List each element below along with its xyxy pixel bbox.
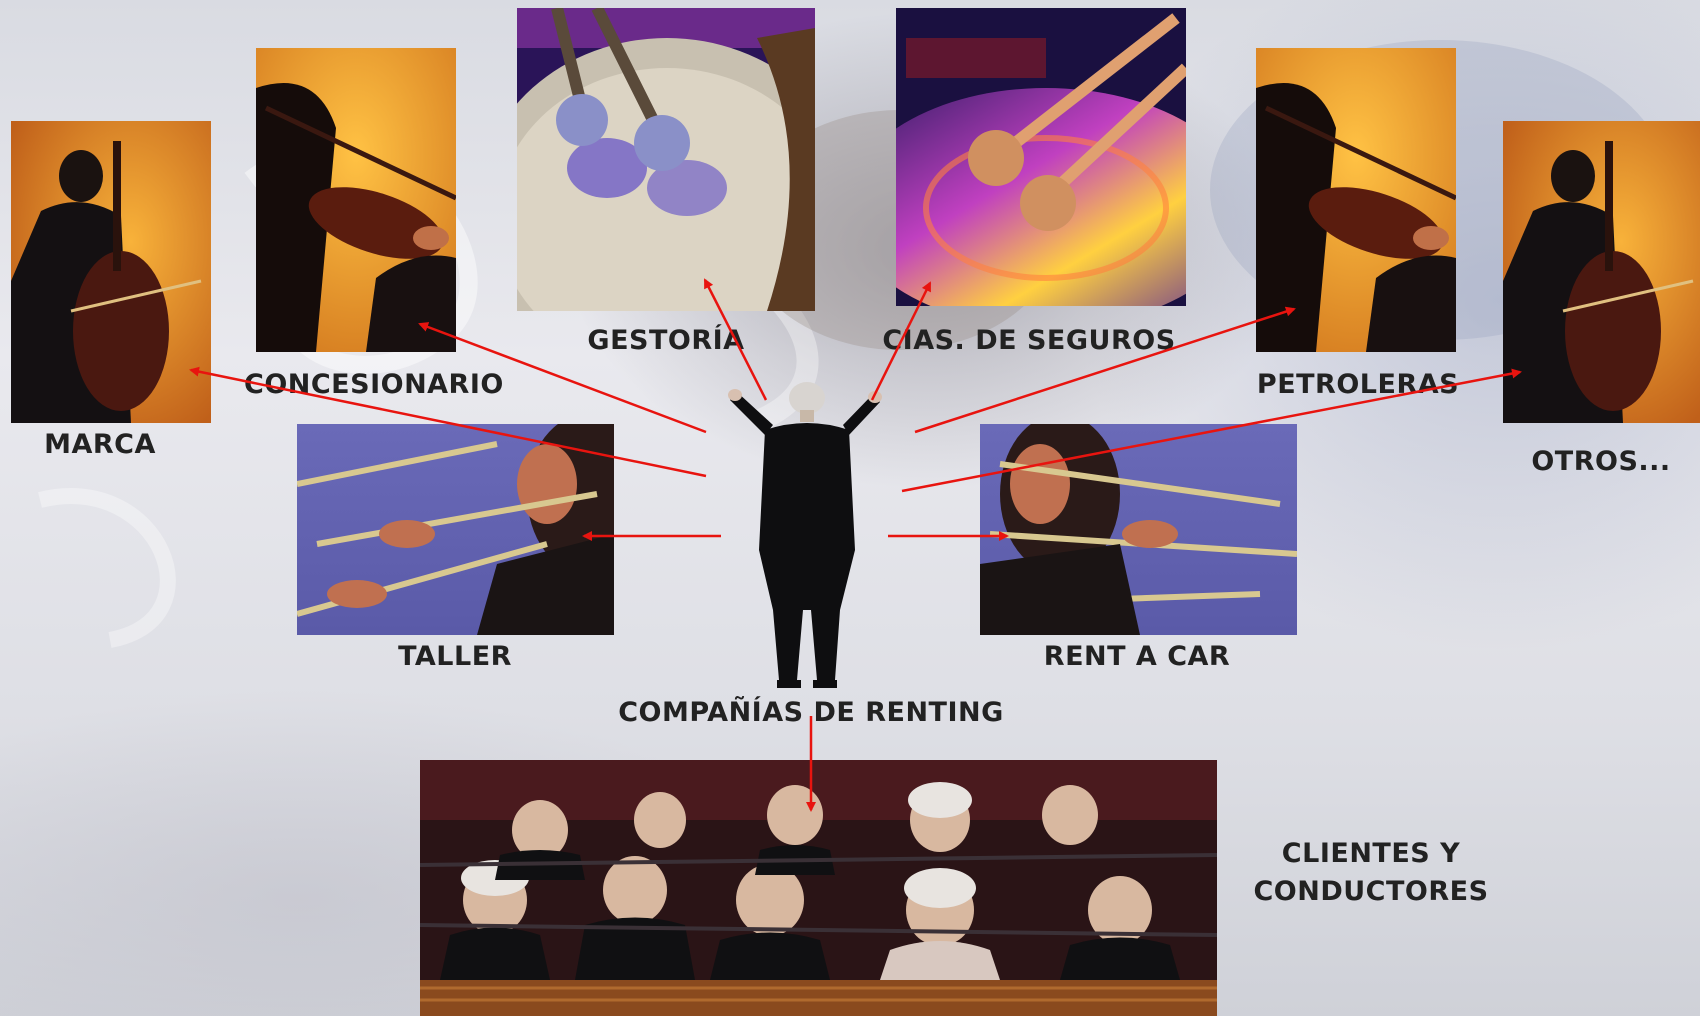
rent-a-car-label: RENT A CAR xyxy=(1044,641,1230,672)
concesionario-label: CONCESIONARIO xyxy=(244,369,504,400)
otros-image xyxy=(1503,121,1700,423)
otros-label: OTROS... xyxy=(1531,446,1670,477)
marca-label: MARCA xyxy=(44,429,156,460)
petroleras-label: PETROLERAS xyxy=(1257,369,1459,400)
clientes-label: CLIENTES Y CONDUCTORES xyxy=(1253,835,1488,911)
clientes-label-line2: CONDUCTORES xyxy=(1253,876,1488,907)
taller-image xyxy=(297,424,614,635)
concesionario-image xyxy=(256,48,456,352)
rent-a-car-image xyxy=(980,424,1297,635)
petroleras-image xyxy=(1256,48,1456,352)
seguros-label: CIAS. DE SEGUROS xyxy=(882,325,1175,356)
clientes-label-line1: CLIENTES Y xyxy=(1282,838,1460,869)
taller-label: TALLER xyxy=(398,641,512,672)
gestoria-label: GESTORÍA xyxy=(587,325,744,356)
clientes-image xyxy=(420,760,1217,1016)
renting-label: COMPAÑÍAS DE RENTING xyxy=(618,697,1004,728)
marca-image xyxy=(11,121,211,423)
seguros-image xyxy=(896,8,1186,306)
gestoria-image xyxy=(517,8,815,311)
conductor-figure xyxy=(725,380,885,700)
